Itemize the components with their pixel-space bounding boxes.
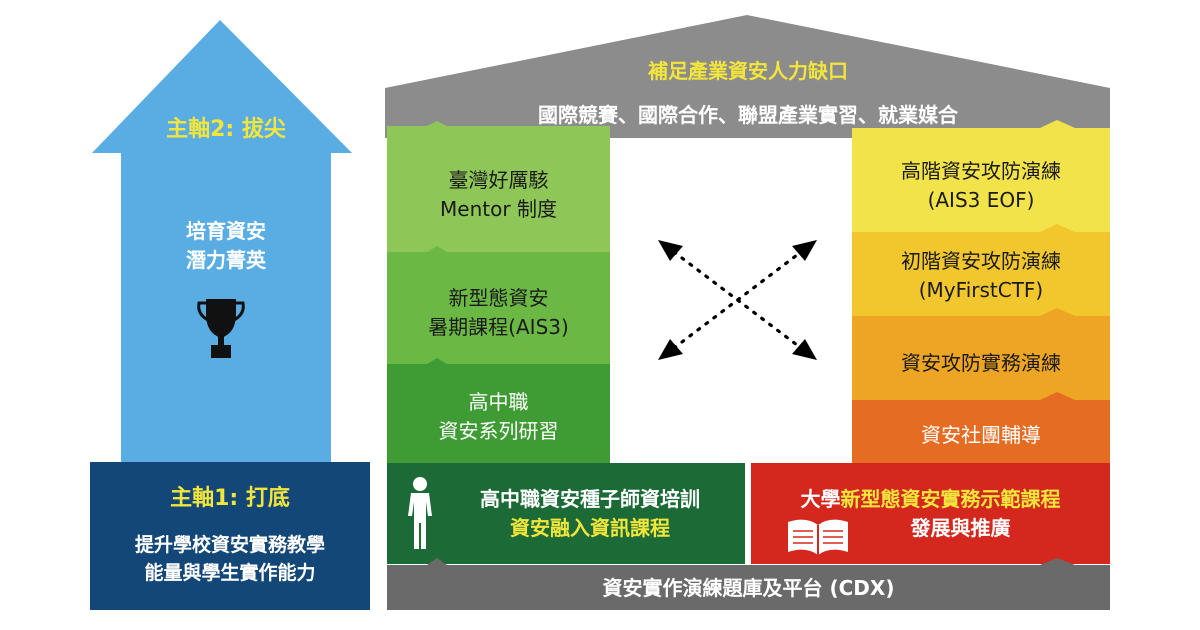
left-item-2-line1: 新型態資安 (448, 286, 549, 310)
left-item-1-line2: Mentor 制度 (440, 197, 557, 221)
arrowhead-down-right (792, 339, 817, 360)
arrow-subtitle-line1: 培育資安 (186, 219, 266, 243)
bottom-right-text: 大學新型態資安實務示範課程 發展與推廣 (751, 474, 1110, 554)
right-item-1-line1: 高階資安攻防演練 (901, 159, 1061, 183)
green-block-middle (387, 246, 610, 372)
right-item-4: 資安社團輔導 (852, 412, 1110, 458)
base-line2: 能量與學生實作能力 (144, 562, 316, 584)
yellow-block-1 (852, 120, 1110, 238)
right-item-4-line1: 資安社團輔導 (921, 422, 1041, 447)
left-item-3-line1: 高中職 (468, 390, 529, 414)
arrowhead-down-left (658, 339, 683, 360)
yellow-block-2 (852, 224, 1110, 322)
bottom-right-line2: 發展與推廣 (910, 516, 1011, 540)
upward-arrow (92, 20, 352, 464)
arrowhead-up-right (792, 240, 817, 261)
right-item-3: 資安攻防實務演練 (852, 338, 1110, 388)
base-line1: 提升學校資安實務教學 (134, 534, 325, 557)
person-icon (408, 477, 432, 549)
arrow-title: 主軸2: 拔尖 (166, 117, 286, 143)
left-item-3: 高中職 資安系列研習 (387, 372, 610, 462)
base-description: 提升學校資安實務教學 能量與學生實作能力 (90, 522, 370, 598)
roof-title: 補足產業資安人力缺口 (648, 58, 848, 83)
bottom-left-line1: 高中職資安種子師資培訓 (480, 487, 700, 511)
bottom-left-line2: 資安融入資訊課程 (510, 516, 670, 540)
right-item-2: 初階資安攻防演練 (MyFirstCTF) (852, 236, 1110, 316)
base-title: 主軸1: 打底 (170, 486, 290, 512)
left-item-2-line2: 暑期課程(AIS3) (428, 315, 569, 339)
bottom-right-prefix: 大學 (800, 487, 841, 511)
arrow-subtitle-line2: 潛力菁英 (186, 248, 266, 272)
right-item-3-line1: 資安攻防實務演練 (901, 350, 1061, 375)
left-item-3-line2: 資安系列研習 (438, 419, 559, 443)
base-block (90, 462, 370, 610)
green-block-bottom (387, 358, 610, 466)
trophy-icon (197, 299, 245, 358)
bottom-left-text: 高中職資安種子師資培訓 資安融入資訊課程 (440, 474, 740, 554)
right-item-2-line1: 初階資安攻防演練 (901, 249, 1061, 273)
platform-label: 資安實作演練題庫及平台 (CDX) (602, 575, 895, 600)
arrowhead-up-left (658, 240, 683, 261)
roof-subtitle: 國際競賽、國際合作、聯盟產業實習、就業媒合 (538, 102, 958, 127)
bottom-right-highlight: 新型態資安實務示範課程 (840, 487, 1061, 511)
right-item-2-line2: (MyFirstCTF) (918, 278, 1044, 302)
orange-block-3 (852, 308, 1110, 406)
orange-block-4 (852, 392, 1110, 466)
left-item-1-line1: 臺灣好厲駭 (448, 168, 549, 192)
right-item-1: 高階資安攻防演練 (AIS3 EOF) (852, 146, 1110, 226)
book-icon (788, 519, 848, 555)
green-block-top (387, 121, 610, 260)
left-item-1: 臺灣好厲駭 Mentor 制度 (387, 150, 610, 240)
left-item-2: 新型態資安 暑期課程(AIS3) (387, 268, 610, 358)
cross-arrows (672, 250, 803, 350)
bottom-left-panel (387, 463, 745, 564)
roof (385, 15, 1110, 138)
bottom-right-line1: 大學新型態資安實務示範課程 (801, 485, 1061, 514)
arrow-subtitle: 培育資安 潛力菁英 (121, 210, 331, 282)
right-item-1-line2: (AIS3 EOF) (927, 188, 1035, 212)
platform-bar (387, 558, 1110, 610)
